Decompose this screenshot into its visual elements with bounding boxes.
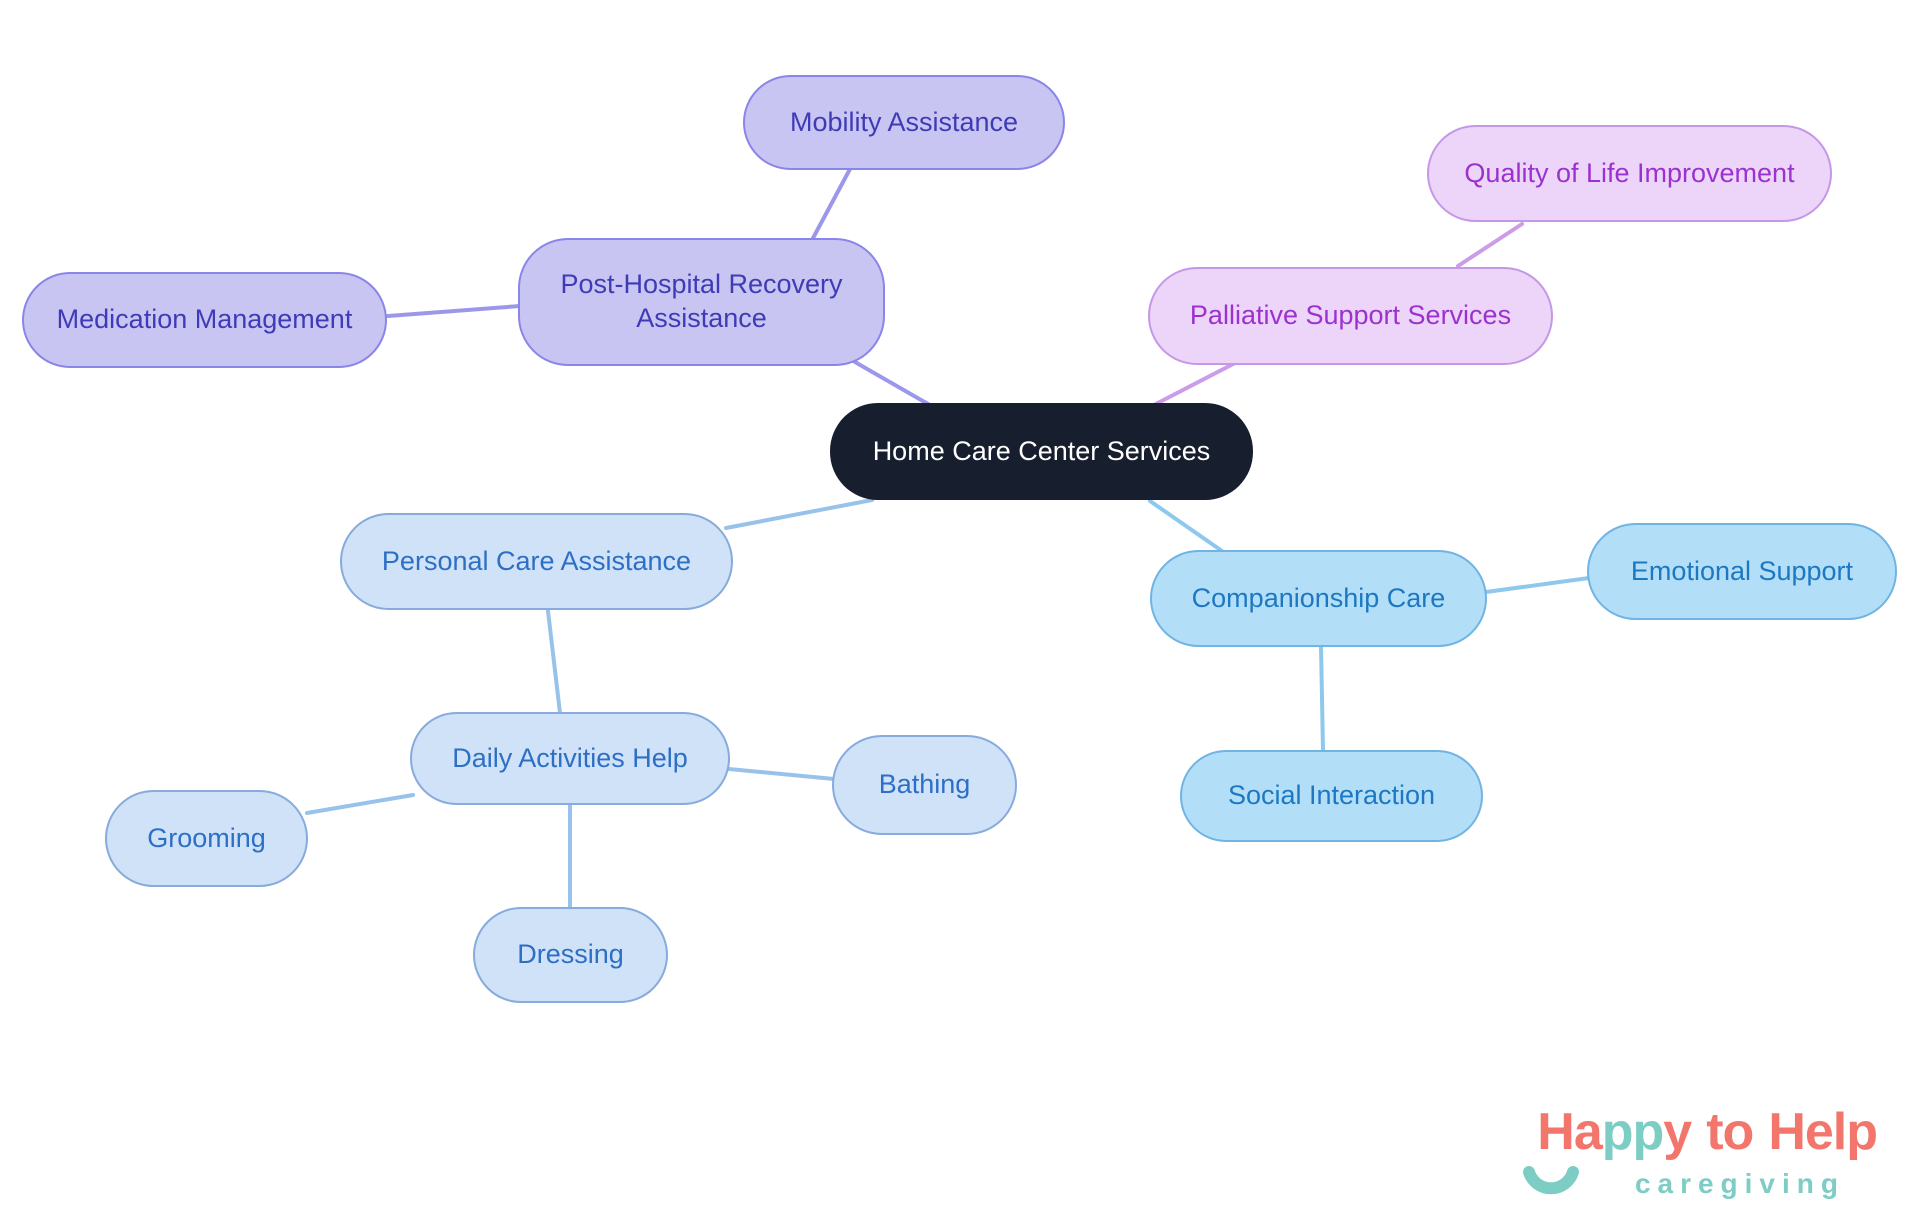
- brand-tagline: caregiving: [1634, 1168, 1845, 1199]
- node-label: Bathing: [878, 769, 971, 800]
- node-palliative-support-services[interactable]: Palliative Support Services: [1148, 267, 1553, 365]
- smile-icon: [1523, 1166, 1579, 1195]
- node-grooming[interactable]: Grooming: [105, 790, 308, 887]
- node-personal-care-assistance[interactable]: Personal Care Assistance: [340, 513, 733, 610]
- link-root-palliative: [1150, 360, 1239, 408]
- link-palliative-quality: [1456, 222, 1524, 268]
- node-label: Mobility Assistance: [789, 106, 1019, 137]
- node-label: Home Care Center Services: [872, 435, 1211, 466]
- node-bathing[interactable]: Bathing: [832, 735, 1017, 835]
- wordmark-part-pp: pp: [1601, 1103, 1665, 1161]
- node-label: Dressing: [517, 939, 624, 970]
- link-companionship-social: [1319, 644, 1325, 753]
- link-root-personal: [724, 498, 874, 530]
- wordmark-part-y: y: [1663, 1103, 1692, 1161]
- node-social-interaction[interactable]: Social Interaction: [1180, 750, 1483, 842]
- node-home-care-center-services[interactable]: Home Care Center Services: [830, 403, 1253, 500]
- node-post-hospital-recovery-assistance[interactable]: Post-Hospital Recovery Assistance: [518, 238, 885, 366]
- node-label: Post-Hospital Recovery Assistance: [560, 269, 843, 333]
- link-companionship-emotional: [1484, 576, 1591, 594]
- node-label: Personal Care Assistance: [381, 545, 692, 576]
- node-emotional-support[interactable]: Emotional Support: [1587, 523, 1897, 620]
- node-label: Companionship Care: [1191, 582, 1446, 613]
- wordmark-part-to: to: [1706, 1103, 1754, 1161]
- link-posthospital-medication: [386, 304, 522, 318]
- node-label: Grooming: [147, 822, 266, 853]
- node-label: Quality of Life Improvement: [1464, 157, 1795, 188]
- link-daily-bathing: [727, 767, 836, 781]
- link-root-companionship: [1148, 499, 1224, 553]
- link-root-posthospital: [853, 360, 937, 410]
- node-dressing[interactable]: Dressing: [473, 907, 668, 1003]
- node-label: Medication Management: [56, 304, 353, 335]
- wordmark-part-ha: Ha: [1537, 1103, 1602, 1161]
- link-daily-grooming: [305, 793, 415, 815]
- node-label: Palliative Support Services: [1189, 300, 1512, 331]
- node-companionship-care[interactable]: Companionship Care: [1150, 550, 1487, 647]
- wordmark-part-help: Help: [1768, 1103, 1878, 1161]
- node-daily-activities-help[interactable]: Daily Activities Help: [410, 712, 730, 805]
- node-quality-of-life-improvement[interactable]: Quality of Life Improvement: [1427, 125, 1832, 222]
- node-label: Daily Activities Help: [452, 742, 688, 773]
- node-label: Emotional Support: [1630, 555, 1854, 586]
- node-mobility-assistance[interactable]: Mobility Assistance: [743, 75, 1065, 170]
- node-label: Social Interaction: [1227, 780, 1436, 811]
- link-posthospital-mobility: [810, 167, 852, 242]
- link-personal-daily: [546, 609, 562, 715]
- node-medication-management[interactable]: Medication Management: [22, 272, 387, 368]
